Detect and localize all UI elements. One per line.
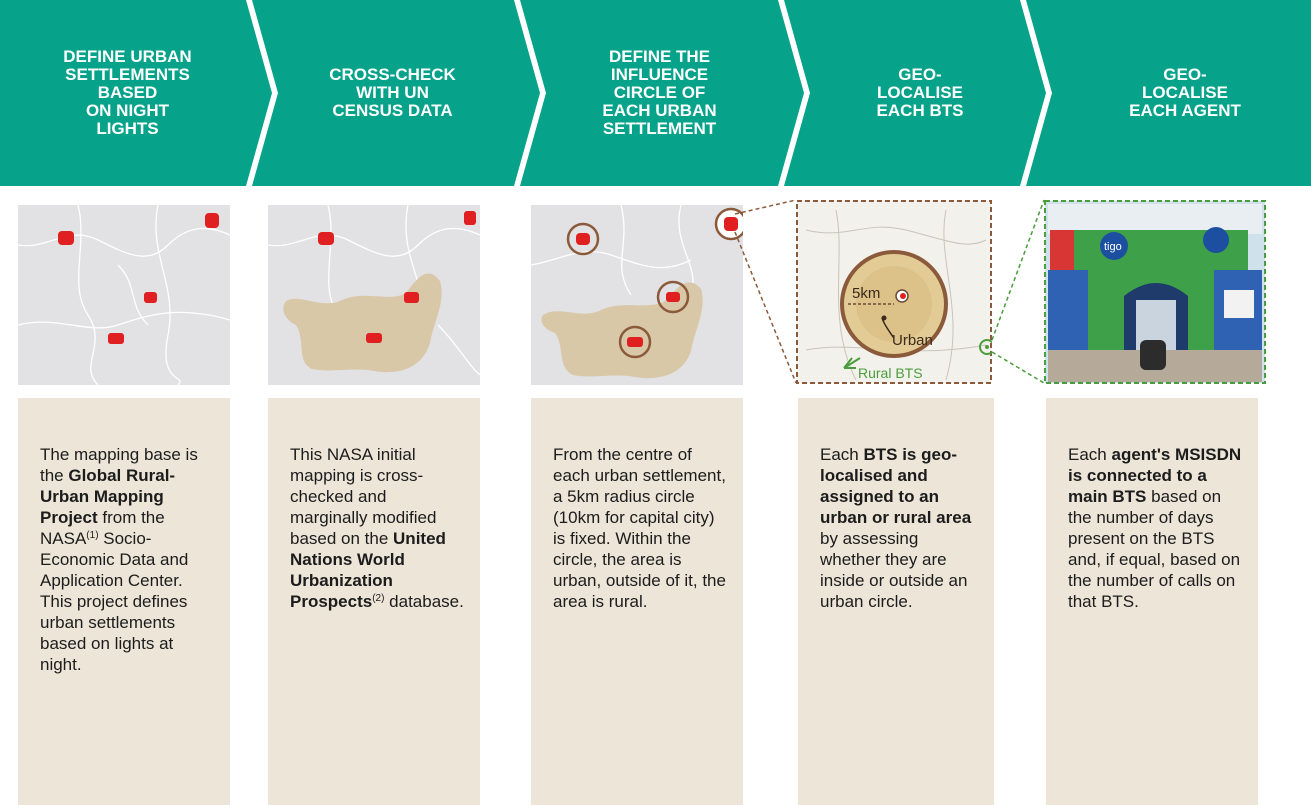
step-4-title: GEO- LOCALISE EACH BTS <box>876 65 964 120</box>
influence-circle-map <box>531 205 743 385</box>
census-overlay-map <box>268 205 480 385</box>
settlement-dot <box>366 333 382 343</box>
settlement-dot <box>205 213 219 228</box>
shop-poster <box>1050 230 1074 270</box>
chevron-step-5 <box>1026 0 1311 186</box>
city-centre-dot <box>900 293 906 299</box>
chevron-step-3 <box>520 0 804 186</box>
settlement-dot <box>144 292 157 303</box>
step-3-title: DEFINE THE INFLUENCE CIRCLE OF EACH URBA… <box>602 47 717 138</box>
influence-ring <box>566 222 600 256</box>
card-bold-text: agent's MSISDN is connected to a main BT… <box>1068 445 1242 506</box>
night-lights-map <box>18 205 230 385</box>
step-5-title: GEO- LOCALISE EACH AGENT <box>1129 65 1241 120</box>
description-card-4: Each BTS is geo-localised and assigned t… <box>798 398 994 805</box>
settlement-dot <box>576 233 590 245</box>
shop-sign <box>1100 232 1128 260</box>
shop-sign-text: tigo <box>1104 241 1122 253</box>
description-card-3: From the centre of each urban settlement… <box>531 398 743 805</box>
step-1-title: DEFINE URBAN SETTLEMENTS BASED ON NIGHT … <box>63 47 192 138</box>
settlement-dot <box>666 292 680 302</box>
card-text: Socio-Economic Data and Application Cent… <box>40 529 189 674</box>
influence-ring <box>656 280 690 314</box>
shop-roof <box>1048 204 1262 234</box>
step-2-title: CROSS-CHECK WITH UN CENSUS DATA <box>329 65 456 120</box>
card-text: database. <box>384 592 464 611</box>
card-bold-text: Global Rural-Urban Mapping Project <box>40 466 176 527</box>
description-card-1: The mapping base is the Global Rural-Urb… <box>18 398 230 805</box>
settlement-dot <box>404 292 419 303</box>
description-card-5: Each agent's MSISDN is connected to a ma… <box>1046 398 1258 805</box>
settlement-dot <box>627 337 643 347</box>
influence-ring <box>618 325 652 359</box>
rural-bts-point <box>985 345 989 349</box>
rural-bts-label: Rural BTS <box>858 365 923 381</box>
settlement-dot <box>58 231 74 245</box>
chevron-step-4 <box>784 0 1046 186</box>
rural-arrow <box>843 357 861 369</box>
census-area <box>283 273 442 373</box>
process-chevrons <box>0 0 1311 186</box>
card-text: The mapping base is the <box>40 445 198 485</box>
card-text: based on the number of days present on t… <box>1068 487 1241 611</box>
urban-label: Urban <box>892 332 933 349</box>
settlement-dot <box>464 211 476 225</box>
card-bold-text: United Nations World Urbanization Prospe… <box>290 529 446 611</box>
bts-zoom-map: 5km Urban Rural BTS <box>796 200 992 384</box>
settlement-dot <box>108 333 124 344</box>
shop-poster <box>1224 290 1254 318</box>
chevron-step-2 <box>252 0 540 186</box>
zoom-connector <box>734 199 1045 384</box>
shop-wall-blue <box>1048 270 1088 350</box>
agent-shop-photo: tigo <box>1044 200 1266 384</box>
card-bold-text: BTS is geo-localised and assigned to an … <box>820 445 972 527</box>
shop-sign <box>1203 227 1229 253</box>
bts-point <box>881 315 887 321</box>
motorbike <box>1140 340 1166 370</box>
card-text: from the NASA <box>40 508 165 548</box>
card-text: This NASA initial mapping is cross-check… <box>290 445 437 548</box>
description-card-2: This NASA initial mapping is cross-check… <box>268 398 480 805</box>
radius-label: 5km <box>852 285 880 302</box>
settlement-dot <box>318 232 334 245</box>
footnote-marker: (2) <box>372 593 385 604</box>
rural-bts-marker <box>979 339 992 355</box>
card-text: From the centre of each urban settlement… <box>553 445 726 611</box>
footnote-marker: (1) <box>86 530 99 541</box>
settlement-dot <box>724 217 738 231</box>
card-text: by assessing whether they are inside or … <box>820 529 968 611</box>
card-text: Each <box>820 445 864 464</box>
card-text: Each <box>1068 445 1112 464</box>
chevron-step-1 <box>0 0 272 186</box>
